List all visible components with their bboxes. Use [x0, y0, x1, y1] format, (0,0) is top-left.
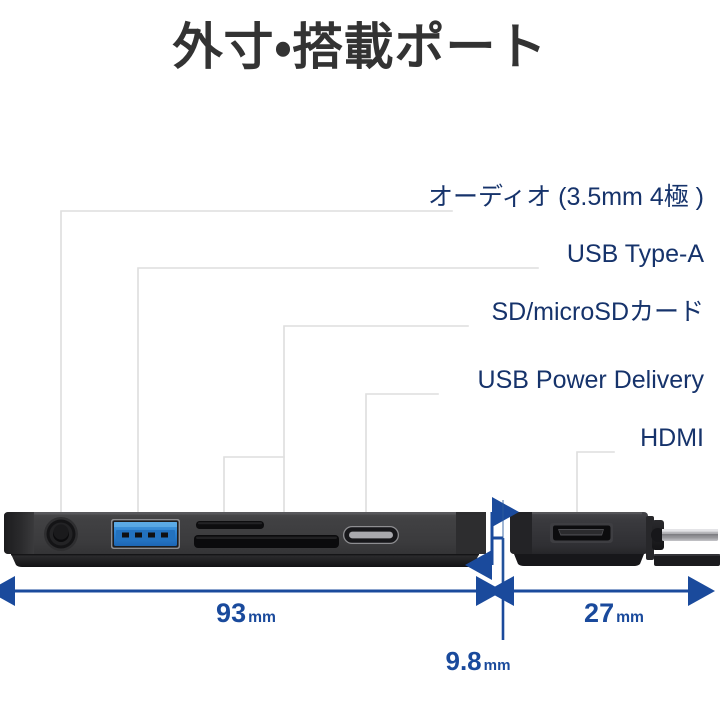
- usb-a-port: [111, 519, 180, 549]
- port-label-audio: オーディオ (3.5mm 4極 ): [427, 183, 704, 211]
- usb-c-port: [343, 526, 399, 544]
- dimension-value-width-main: 93: [216, 598, 247, 628]
- leader-line-usb-a: [137, 267, 539, 527]
- audio-jack-port: [44, 517, 78, 551]
- sd-slot: [194, 535, 339, 548]
- dimension-unit-width-hdmi: mm: [616, 609, 644, 626]
- page-title: 外寸・搭載ポート: [172, 19, 548, 75]
- port-label-usb-power-delivery: USB Power Delivery: [477, 366, 704, 394]
- dimension-unit-width-main: mm: [248, 609, 276, 626]
- port-label-hdmi: HDMI: [640, 424, 704, 452]
- hdmi-module-body: [510, 512, 720, 566]
- dimension-value-width-hdmi: 27: [584, 598, 615, 628]
- hdmi-port: [550, 523, 613, 543]
- leader-line-audio: [60, 210, 453, 529]
- hub-main-body: [4, 512, 486, 567]
- port-label-usb-a: USB Type-A: [566, 240, 704, 268]
- dimension-value-height-main: 9.8: [445, 646, 482, 676]
- port-label-sd-card: SD/microSDカード: [491, 298, 704, 326]
- microsd-slot: [196, 521, 264, 529]
- dimension-unit-height-main: mm: [483, 657, 511, 674]
